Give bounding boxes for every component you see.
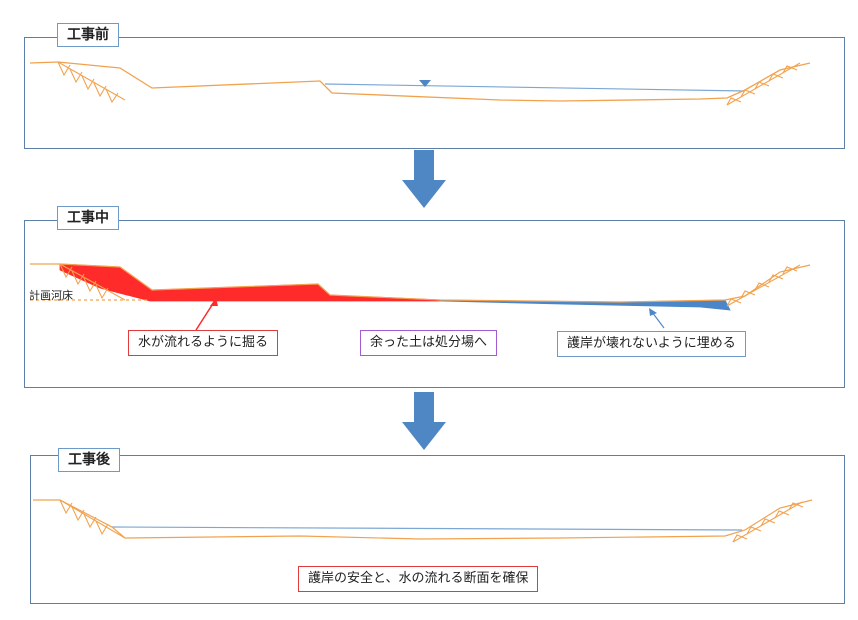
planned-riverbed-label: 計画河床 [29,289,73,302]
water-level-triangle-icon [419,80,431,87]
revetment-left-during [59,263,126,301]
panel-after-label: 工事後 [58,448,120,472]
revetment-left-after [59,499,126,539]
down-arrow-icon [402,392,446,450]
fill-pointer-head [649,308,657,316]
panel-before [24,37,845,149]
fill-pointer-line [651,311,665,329]
revetment-right-before [726,62,801,106]
dig-pointer-line [195,301,215,331]
panel-before-label: 工事前 [57,23,119,47]
down-arrow-icon [402,150,446,208]
callout-dig: 水が流れるように掘る [128,330,279,356]
revetment-right-during [726,264,801,307]
water-surface-line-after [111,526,743,531]
callout-result: 護岸の安全と、水の流れる断面を確保 [298,566,539,592]
revetment-left-before [57,61,126,104]
water-surface-line [324,83,746,92]
panel-during-label: 工事中 [57,206,119,230]
callout-surplus: 余った土は処分場へ [360,330,498,356]
callout-fill: 護岸が壊れないように埋める [557,331,746,357]
revetment-right-after [732,501,804,543]
dig-pointer-head [210,298,218,306]
ground-profile-after [33,499,813,540]
